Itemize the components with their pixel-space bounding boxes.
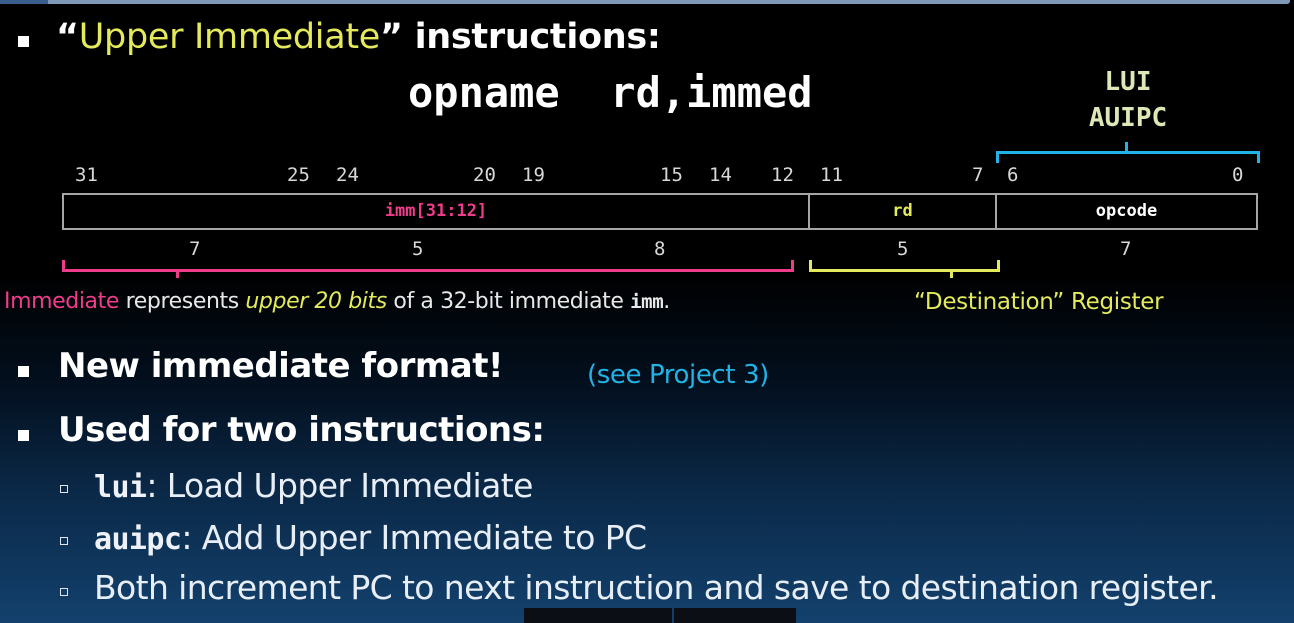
bit-num: 0 [1232, 164, 1244, 186]
overlay-box [674, 608, 796, 623]
destination-note: “Destination” Register [914, 289, 1164, 315]
field-rd: rd [808, 193, 997, 230]
sub-item-auipc: auipc: Add Upper Immediate to PC [94, 518, 647, 557]
bit-num: 12 [771, 164, 794, 186]
heading-upper-immediate: “Upper Immediate” instructions: [56, 17, 661, 57]
immediate-brace [62, 260, 794, 278]
title-bar-left [0, 0, 48, 4]
immediate-note: Immediate represents upper 20 bits of a … [4, 289, 670, 314]
bullet-icon [18, 36, 29, 47]
overlay-box [524, 608, 672, 623]
bullet-icon [18, 366, 29, 377]
field-width: 5 [897, 238, 909, 260]
bit-num: 7 [972, 164, 984, 186]
field-opcode: opcode [995, 193, 1258, 230]
bullet-icon [18, 430, 29, 441]
field-width: 8 [654, 238, 666, 260]
bit-num: 20 [473, 164, 496, 186]
bit-num: 24 [336, 164, 359, 186]
bit-num: 11 [820, 164, 843, 186]
see-project-note: (see Project 3) [587, 360, 769, 390]
sub-item-lui: lui: Load Upper Immediate [94, 466, 533, 505]
heading-keyword: Upper Immediate [78, 17, 381, 57]
bit-num: 15 [660, 164, 683, 186]
sub-bullet-icon [60, 485, 68, 493]
bit-num: 19 [522, 164, 545, 186]
bit-num: 31 [75, 164, 98, 186]
bullet-used-for: Used for two instructions: [58, 410, 545, 450]
sub-bullet-icon [60, 537, 68, 545]
instr-auipc: AUIPC [1088, 103, 1168, 133]
instr-lui: LUI [1104, 67, 1152, 97]
bit-num: 14 [709, 164, 732, 186]
rd-brace [809, 260, 1000, 278]
field-width: 5 [412, 238, 424, 260]
sub-item-both: Both increment PC to next instruction an… [94, 568, 1219, 607]
bit-num: 6 [1007, 164, 1019, 186]
instruction-syntax: opname rd,immed [408, 68, 813, 117]
sub-bullet-icon [60, 588, 68, 596]
title-bar-line [48, 0, 1290, 4]
field-imm: imm[31:12] [62, 193, 810, 230]
field-width: 7 [189, 238, 201, 260]
instruction-list: LUI AUIPC [1060, 64, 1196, 136]
opcode-brace [996, 142, 1260, 163]
bullet-new-format: New immediate format! [58, 346, 503, 386]
bit-num: 25 [287, 164, 310, 186]
title-bar-rule [0, 0, 1294, 6]
field-width: 7 [1120, 238, 1132, 260]
